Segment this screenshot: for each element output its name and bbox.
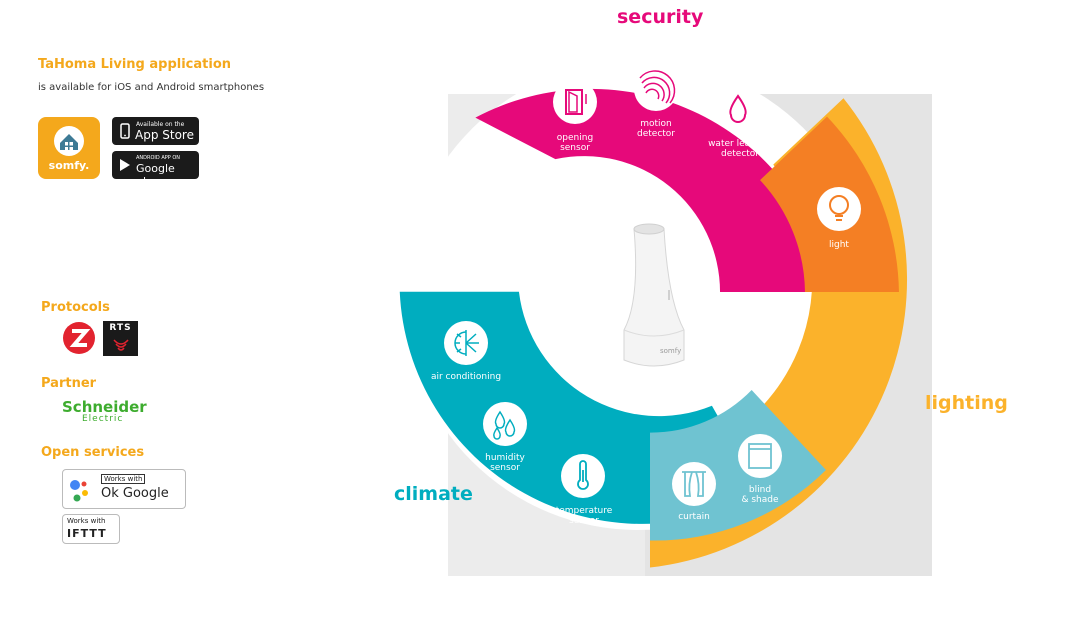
- snowflake-sun-icon: [454, 330, 479, 356]
- app-title: TaHoma Living application: [38, 57, 232, 72]
- motion-detector-widget[interactable]: motion detector: [634, 67, 678, 139]
- apple-icon: [120, 123, 130, 139]
- blind-shade-widget[interactable]: blind & shade: [738, 434, 782, 505]
- blind-shade-label-2: & shade: [741, 495, 779, 505]
- somfy-brand: somfy.: [48, 159, 90, 172]
- curtain-label: curtain: [678, 512, 710, 522]
- temperature-sensor-label-2: sensor: [569, 516, 599, 526]
- tahoma-device: somfy: [623, 223, 685, 367]
- motion-detector-label-2: detector: [637, 129, 675, 139]
- signal-waves-icon: [113, 339, 129, 351]
- google-assistant-icon: [70, 480, 88, 502]
- water-drop-icon: [729, 94, 747, 123]
- google-play-main: Google play: [136, 162, 175, 188]
- google-play-top: ANDROID APP ON: [136, 155, 181, 161]
- open-services-heading: Open services: [41, 445, 145, 460]
- blind-icon: [748, 443, 772, 469]
- partner-heading: Partner: [41, 376, 97, 391]
- security-title: security: [617, 6, 704, 28]
- temperature-sensor-label-1: temperature: [556, 506, 613, 516]
- zwave-logo-icon: [63, 322, 95, 354]
- door-icon: [565, 89, 587, 115]
- ifttt-main: IFTTT: [67, 527, 107, 540]
- app-subtitle: is available for iOS and Android smartph…: [38, 82, 265, 93]
- rts-label: RTS: [109, 323, 132, 333]
- schneider-name-bottom: Electric: [82, 414, 124, 424]
- light-bulb-icon: [829, 195, 849, 221]
- temperature-sensor-widget[interactable]: temperature sensor: [556, 454, 613, 526]
- schneider-name-top: Schneider: [62, 398, 147, 416]
- protocols-heading: Protocols: [41, 300, 110, 315]
- lighting-title: lighting: [925, 392, 1008, 414]
- water-leakage-widget[interactable]: water leakage detector: [708, 87, 772, 159]
- tahoma-app-icon[interactable]: somfy.: [38, 117, 100, 179]
- app-store-top: Available on the: [136, 121, 185, 128]
- app-store-button[interactable]: Available on the App Store: [112, 117, 199, 145]
- air-conditioning-label: air conditioning: [431, 372, 501, 382]
- blind-shade-label-1: blind: [749, 485, 771, 495]
- light-widget[interactable]: light: [817, 187, 861, 250]
- app-store-main: App Store: [135, 128, 194, 142]
- ok-google-main: Ok Google: [101, 486, 169, 501]
- rts-logo: RTS: [103, 321, 138, 356]
- humidity-sensor-label-1: humidity: [485, 453, 525, 463]
- climate-title: climate: [394, 483, 473, 505]
- opening-sensor-widget[interactable]: opening sensor: [553, 80, 597, 153]
- device-brand-label: somfy: [660, 347, 681, 355]
- security-sector: [475, 88, 834, 292]
- opening-sensor-label-1: opening: [557, 133, 593, 143]
- water-leakage-label-1: water leakage: [708, 139, 772, 149]
- water-leakage-label-2: detector: [721, 149, 759, 159]
- ok-google-top: Works with: [101, 474, 146, 484]
- air-conditioning-widget[interactable]: air conditioning: [431, 321, 501, 382]
- ifttt-badge: Works with IFTTT: [62, 514, 120, 544]
- motion-detector-label-1: motion: [640, 119, 672, 129]
- ifttt-top: Works with: [67, 517, 106, 525]
- ok-google-badge: Works with Ok Google: [62, 469, 186, 509]
- droplets-icon: [493, 410, 516, 440]
- opening-sensor-label-2: sensor: [560, 143, 590, 153]
- humidity-sensor-widget[interactable]: humidity sensor: [483, 402, 527, 473]
- humidity-sensor-label-2: sensor: [490, 463, 520, 473]
- thermometer-icon: [577, 460, 589, 490]
- light-label: light: [829, 240, 849, 250]
- google-play-button[interactable]: ANDROID APP ON Google play: [112, 151, 199, 188]
- motion-waves-icon: [639, 70, 676, 104]
- curtain-widget[interactable]: curtain: [672, 462, 716, 522]
- play-icon: [120, 159, 130, 171]
- house-icon: [54, 126, 84, 156]
- curtain-icon: [682, 471, 706, 497]
